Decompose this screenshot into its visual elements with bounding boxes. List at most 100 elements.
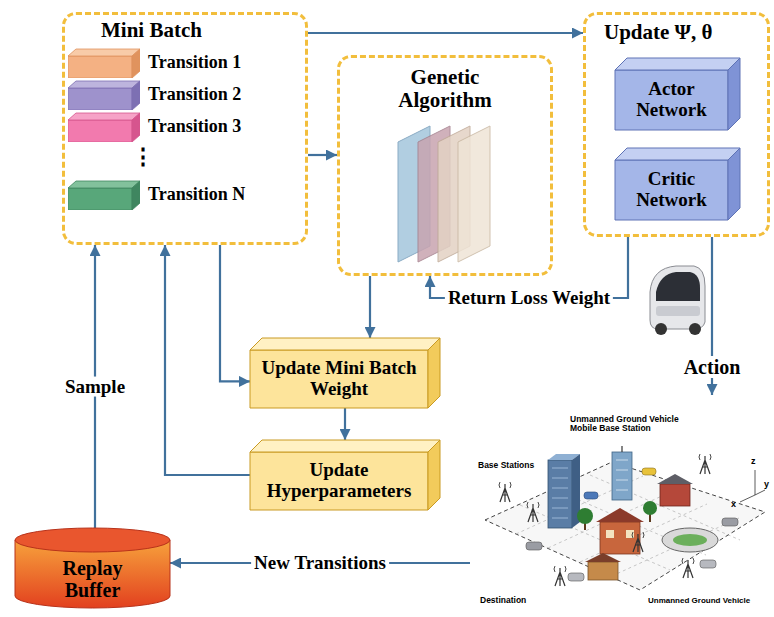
trees: [577, 501, 657, 530]
text-holder: Transition 3: [148, 117, 241, 137]
transition-bar: [68, 112, 140, 142]
illustration-part: [616, 460, 628, 490]
flow-arrow: [165, 245, 250, 475]
dashed-group: Update Ψ, θ Actor NetworkCritic Network: [583, 12, 770, 237]
text-holder: Transition N: [148, 185, 245, 205]
box-front: [615, 160, 728, 220]
illustration-part: [632, 532, 644, 552]
scene-label: Unmanned Ground Vehicle Mobile Base Stat…: [570, 415, 700, 434]
text-holder: Mini Batch: [101, 19, 202, 42]
transition-item: Transition 1: [68, 48, 241, 78]
illustration-part: [621, 446, 622, 452]
illustration-part: [740, 470, 765, 502]
illustration-part: [527, 502, 539, 522]
illustration-part: [552, 468, 568, 518]
illustration-part: [656, 272, 700, 301]
box-side: [428, 440, 440, 510]
cylinder-top: [15, 528, 170, 552]
node-text: Transition 3: [148, 117, 241, 137]
illustration-part: [596, 508, 644, 522]
box-front: [250, 350, 428, 408]
text-holder: Genetic Algorithm: [378, 66, 512, 112]
flow-arrow: [220, 245, 250, 381]
bar-side: [132, 81, 140, 110]
illustration-part: [568, 573, 584, 581]
illustration-part: [682, 558, 694, 578]
box-front: [250, 452, 428, 510]
bar-side: [132, 113, 140, 142]
illustration-part: [526, 542, 542, 550]
illustration-part: [499, 482, 511, 502]
small-house: [585, 553, 621, 580]
transition-bar: [68, 80, 140, 110]
illustration-part: [548, 460, 572, 528]
node-text: Genetic Algorithm: [378, 66, 512, 112]
bar-top: [68, 81, 140, 88]
process-box: Update Mini Batch Weight: [250, 338, 440, 408]
stadium: [662, 528, 718, 552]
illustration-part: [689, 323, 701, 335]
node-text: Actor Network: [621, 79, 722, 121]
ga-layers: [398, 126, 490, 262]
bar-top: [68, 49, 140, 56]
glass-tower: [548, 454, 580, 528]
flow-arrow: [344, 408, 346, 440]
bar-side: [132, 49, 140, 78]
illustration-part: [612, 452, 632, 500]
transition-item: Transition N: [68, 180, 245, 210]
flow-arrow: [308, 154, 337, 156]
transition-item: Transition 3: [68, 112, 241, 142]
illustration-part: [662, 528, 718, 552]
axis-label: x: [731, 500, 736, 509]
box-side: [428, 338, 440, 408]
node-text: Update Ψ, θ: [604, 21, 712, 44]
illustration-part: [642, 468, 656, 475]
box-top: [250, 338, 440, 350]
bar-front: [68, 120, 132, 142]
text-holder: Update Mini Batch Weight: [250, 350, 428, 408]
illustration-part: [606, 530, 614, 538]
text-holder: Transition 1: [148, 53, 241, 73]
environment-scene: Unmanned Ground Vehicle Mobile Base Stat…: [470, 395, 770, 613]
edge-label: Return Loss Weight: [445, 288, 613, 309]
node-text: Transition N: [148, 185, 245, 205]
base-station-towers: [499, 454, 711, 586]
bar-front: [68, 88, 132, 110]
box-top: [250, 440, 440, 452]
node-text: Critic Network: [621, 169, 722, 211]
node-text: Replay Buffer: [45, 557, 140, 601]
scene-label: Unmanned Ground Vehicle: [648, 597, 750, 606]
box-side: [728, 148, 740, 220]
bar-top: [68, 181, 140, 188]
illustration-part: [660, 484, 690, 506]
ellipsis-mark: ⋮: [132, 146, 154, 168]
scene-label: Destination: [480, 596, 526, 605]
illustration-part: [722, 518, 738, 526]
illustration-part: [650, 266, 705, 329]
node-text: Transition 2: [148, 85, 241, 105]
illustration-part: [643, 501, 657, 515]
bar-front: [68, 56, 132, 78]
bar-top: [68, 113, 140, 120]
network-box: Critic Network: [615, 148, 740, 220]
text-holder: Update Ψ, θ: [604, 21, 712, 44]
text-holder: Actor Network: [615, 70, 728, 130]
illustration-part: [458, 126, 490, 262]
edge-label: Sample: [62, 376, 128, 397]
node-text: Update Mini Batch Weight: [256, 358, 422, 400]
base-station-building: [612, 446, 632, 500]
vehicle-picture: [650, 266, 705, 335]
edge-label: Action: [681, 356, 744, 378]
box-front: [615, 70, 728, 130]
brick-house: [596, 508, 644, 554]
box-side: [728, 58, 740, 130]
red-house: [657, 474, 693, 506]
text-holder: Unmanned Ground Vehicle Mobile Base Stat…: [470, 395, 770, 613]
illustration-part: [554, 566, 566, 586]
axis-label: z: [751, 457, 756, 466]
text-holder: Critic Network: [615, 160, 728, 220]
transition-item: Transition 2: [68, 80, 241, 110]
